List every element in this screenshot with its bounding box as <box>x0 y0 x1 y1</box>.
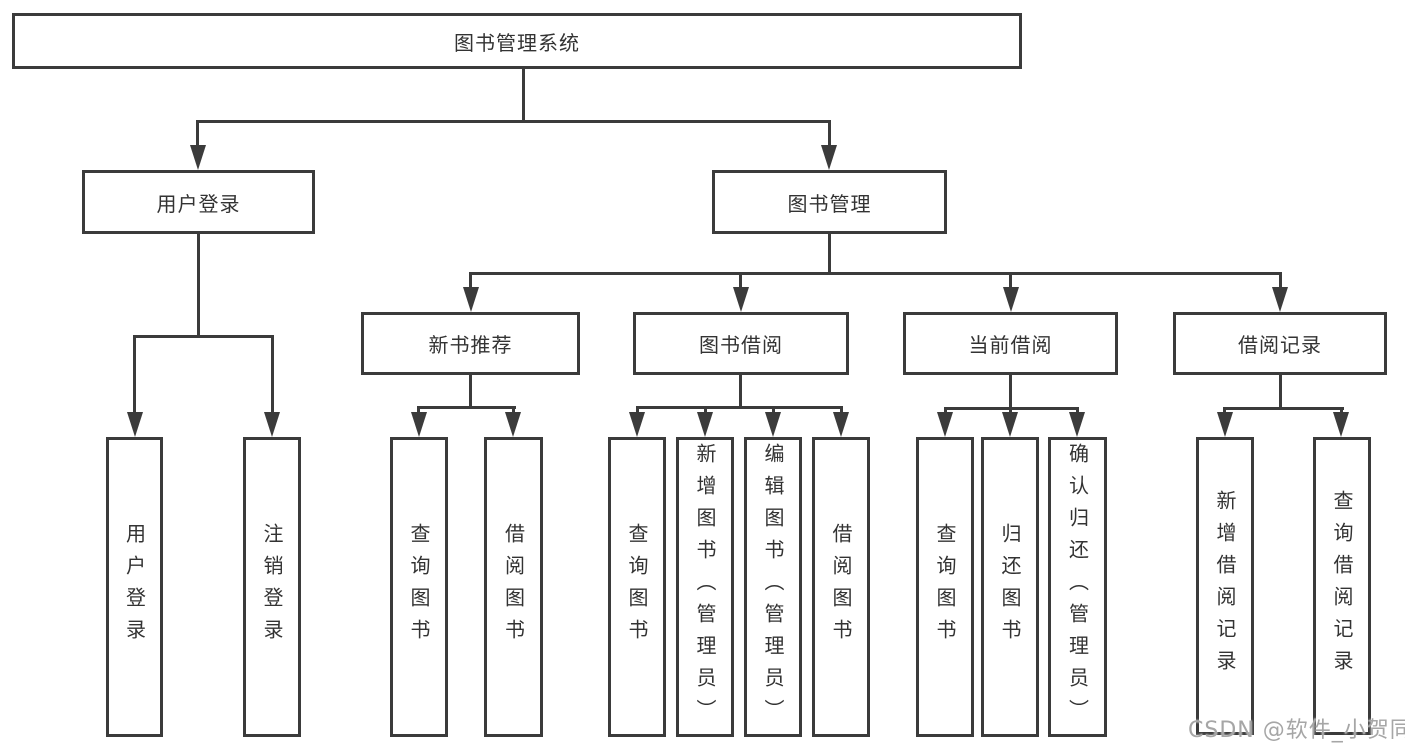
node-leaf-add-book: 新增图书（管理员） <box>676 437 734 737</box>
arrowhead-down <box>629 412 645 437</box>
node-root-label: 图书管理系统 <box>454 30 580 55</box>
connector-drop-current-borrow <box>1009 272 1012 290</box>
arrowhead-down <box>1333 412 1349 437</box>
node-new-book-rec: 新书推荐 <box>361 312 580 375</box>
csdn-watermark: CSDN @软件_小贺同学 <box>1188 718 1405 743</box>
connector-book-borrow-branch <box>636 406 843 409</box>
node-leaf-borrow-book-borrow: 借阅图书 <box>812 437 870 737</box>
connector-new-book-rec-trunk <box>469 375 472 409</box>
connector-drop <box>512 406 515 415</box>
connector-drop-book-mgmt <box>828 120 831 148</box>
node-leaf-borrow-book-borrow-label: 借阅图书 <box>829 523 853 651</box>
node-root: 图书管理系统 <box>12 13 1022 69</box>
node-leaf-user-login-label: 用户登录 <box>122 523 147 651</box>
node-user-login: 用户登录 <box>82 170 315 234</box>
node-user-login-label: 用户登录 <box>156 191 241 216</box>
node-leaf-edit-book: 编辑图书（管理员） <box>744 437 802 737</box>
arrowhead-down <box>1069 412 1085 437</box>
arrowhead-down <box>733 287 749 312</box>
connector-drop <box>417 406 420 415</box>
node-borrow-record: 借阅记录 <box>1173 312 1387 375</box>
node-leaf-add-borrow-record: 新增借阅记录 <box>1196 437 1254 735</box>
connector-borrow-record-branch <box>1223 407 1344 410</box>
arrowhead-down <box>937 412 953 437</box>
arrowhead-down <box>264 412 280 437</box>
arrowhead-down <box>833 412 849 437</box>
node-leaf-logout: 注销登录 <box>243 437 301 737</box>
arrowhead-down <box>127 412 143 437</box>
node-current-borrow: 当前借阅 <box>903 312 1118 375</box>
connector-drop <box>636 406 639 415</box>
node-leaf-user-login: 用户登录 <box>106 437 163 737</box>
connector-borrow-record-trunk <box>1279 375 1282 410</box>
arrowhead-down <box>1217 412 1233 437</box>
connector-root-branch <box>196 120 831 123</box>
arrowhead-down <box>1272 287 1288 312</box>
connector-book-mgmt-trunk <box>828 234 831 275</box>
node-new-book-rec-label: 新书推荐 <box>428 333 513 357</box>
node-leaf-return-book: 归还图书 <box>981 437 1039 737</box>
connector-drop <box>1223 407 1226 415</box>
connector-drop <box>840 406 843 415</box>
connector-drop <box>1340 407 1343 415</box>
node-leaf-query-book-borrow-label: 查询图书 <box>625 523 649 651</box>
arrowhead-down <box>697 412 713 437</box>
node-leaf-borrow-book-rec-label: 借阅图书 <box>501 523 526 651</box>
connector-drop-user-login <box>196 120 199 148</box>
node-leaf-return-book-label: 归还图书 <box>998 523 1022 651</box>
node-book-mgmt: 图书管理 <box>712 170 947 234</box>
node-current-borrow-label: 当前借阅 <box>968 333 1053 357</box>
node-leaf-add-borrow-record-label: 新增借阅记录 <box>1213 490 1237 682</box>
arrowhead-down <box>190 145 206 170</box>
connector-drop-book-borrow <box>739 272 742 290</box>
node-leaf-add-book-label: 新增图书（管理员） <box>693 443 717 731</box>
arrowhead-down <box>411 412 427 437</box>
node-book-mgmt-label: 图书管理 <box>787 191 872 216</box>
connector-drop-leaf-logout <box>271 335 274 415</box>
node-leaf-confirm-return: 确认归还（管理员） <box>1048 437 1107 737</box>
arrowhead-down <box>765 412 781 437</box>
arrowhead-down <box>505 412 521 437</box>
arrowhead-down <box>821 145 837 170</box>
node-leaf-query-book-borrow: 查询图书 <box>608 437 666 737</box>
node-leaf-logout-label: 注销登录 <box>260 523 284 651</box>
node-leaf-edit-book-label: 编辑图书（管理员） <box>761 443 785 731</box>
connector-user-login-branch <box>133 335 274 338</box>
node-leaf-query-borrow-record: 查询借阅记录 <box>1313 437 1371 735</box>
connector-drop <box>1009 407 1012 415</box>
node-leaf-query-borrow-record-label: 查询借阅记录 <box>1330 490 1354 682</box>
connector-drop <box>772 406 775 415</box>
node-leaf-borrow-book-rec: 借阅图书 <box>484 437 543 737</box>
connector-drop <box>944 407 947 415</box>
connector-drop-new-book-rec <box>469 272 472 290</box>
node-leaf-query-book-current: 查询图书 <box>916 437 974 737</box>
connector-user-login-trunk <box>197 234 200 338</box>
node-leaf-query-book-current-label: 查询图书 <box>933 523 957 651</box>
node-leaf-confirm-return-label: 确认归还（管理员） <box>1065 443 1090 731</box>
connector-book-mgmt-branch <box>469 272 1282 275</box>
node-leaf-query-book-rec-label: 查询图书 <box>407 523 431 651</box>
connector-drop-borrow-record <box>1279 272 1282 290</box>
arrowhead-down <box>1002 412 1018 437</box>
connector-book-borrow-trunk <box>739 375 742 409</box>
node-borrow-record-label: 借阅记录 <box>1238 333 1322 357</box>
connector-drop-leaf-user-login <box>133 335 136 415</box>
arrowhead-down <box>1003 287 1019 312</box>
node-book-borrow: 图书借阅 <box>633 312 849 375</box>
connector-drop <box>1076 407 1079 415</box>
connector-drop <box>704 406 707 415</box>
node-book-borrow-label: 图书借阅 <box>699 333 783 357</box>
connector-root-trunk <box>522 69 525 122</box>
connector-new-book-rec-branch <box>417 406 516 409</box>
node-leaf-query-book-rec: 查询图书 <box>390 437 448 737</box>
arrowhead-down <box>463 287 479 312</box>
connector-current-borrow-trunk <box>1009 375 1012 410</box>
